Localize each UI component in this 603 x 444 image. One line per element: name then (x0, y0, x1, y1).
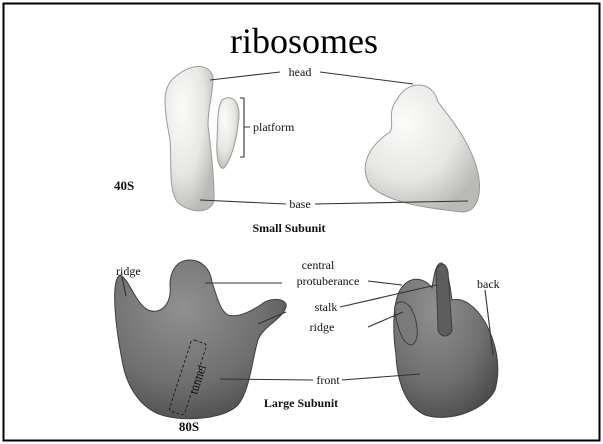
central-protuberance-leader-right (368, 281, 402, 285)
large-subunit-caption: Large Subunit (264, 396, 338, 410)
head-leader-left (210, 72, 280, 80)
label-head: head (289, 65, 312, 79)
label-stalk: stalk (315, 300, 338, 314)
label-platform: platform (253, 120, 295, 134)
large-subunit-front-view (115, 260, 287, 419)
label-back: back (477, 277, 500, 291)
label-ridge-left: ridge (116, 264, 141, 278)
small-subunit-right-view (365, 85, 479, 212)
small-subunit-caption: Small Subunit (252, 221, 325, 235)
label-40s: 40S (114, 178, 134, 193)
label-central: central (302, 258, 335, 272)
label-base: base (289, 197, 310, 211)
platform-bracket (240, 98, 250, 157)
label-protuberance: protuberance (297, 274, 360, 288)
small-subunit-left-view (165, 66, 239, 210)
label-80s: 80S (179, 419, 199, 434)
label-front: front (316, 373, 340, 387)
label-ridge-right: ridge (310, 320, 335, 334)
head-leader-right (320, 72, 413, 84)
slide-title: ribosomes (230, 21, 378, 61)
